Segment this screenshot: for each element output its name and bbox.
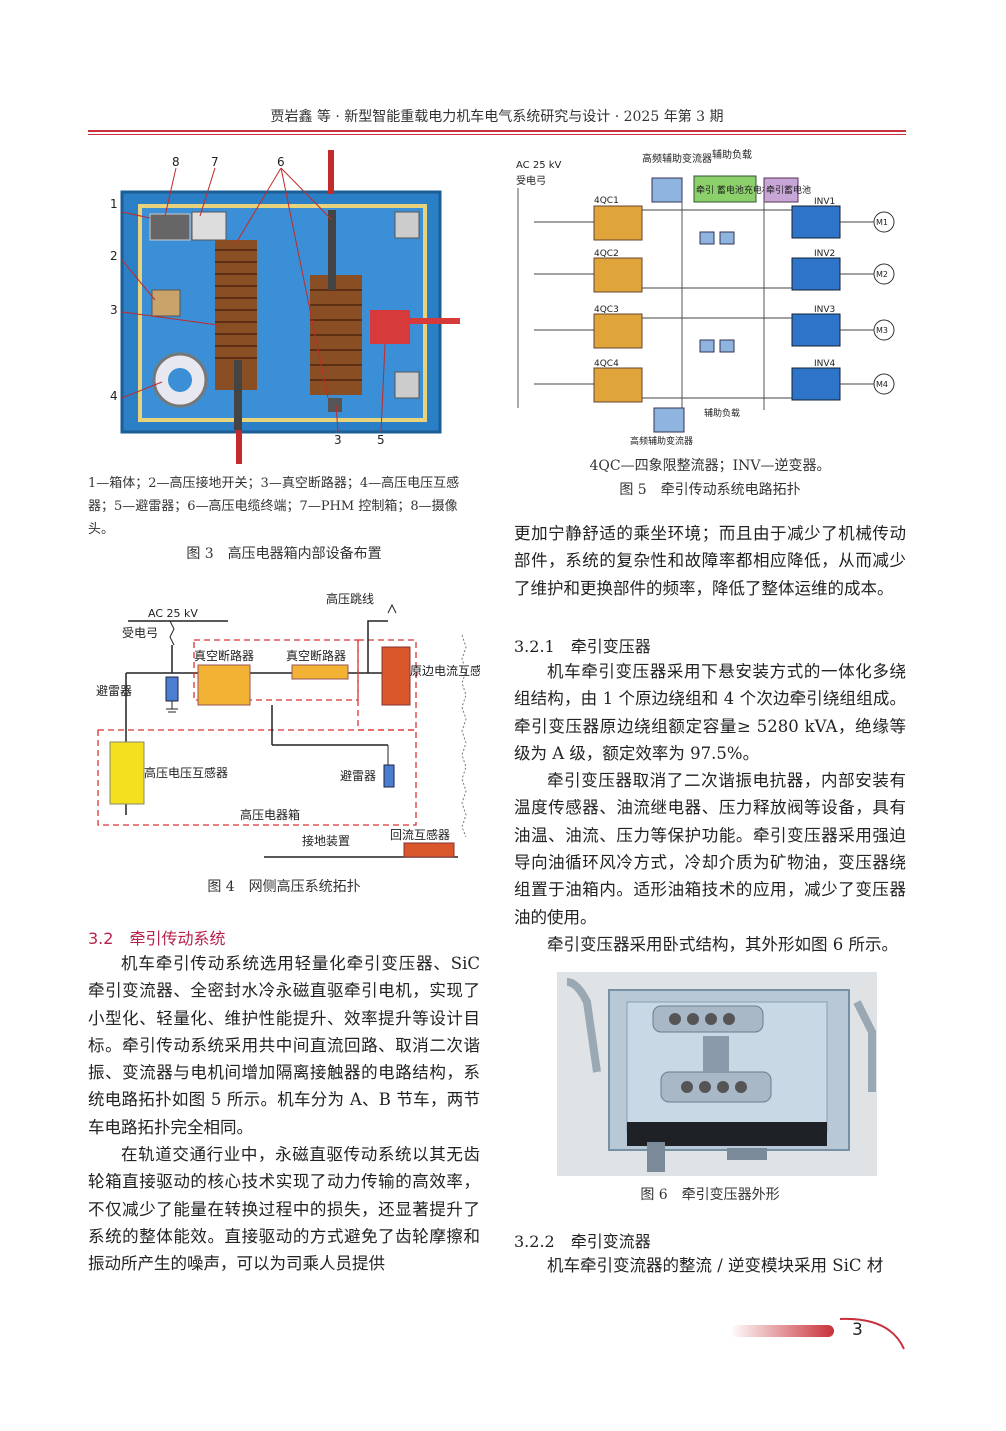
motor-3-label: M3 (876, 326, 888, 335)
vt-icon (109, 741, 145, 805)
fig4-vcb1-label: 真空断路器 (194, 648, 254, 663)
fig4-jumper-label: 高压跳线 (326, 591, 374, 606)
rect-1-label: 4QC1 (594, 196, 619, 206)
para-3-2-1-1: 机车牵引变压器采用下悬安装方式的一体化多绕组结构，由 1 个原边绕组和 4 个次… (514, 662, 906, 763)
fig3-label-8: 8 (172, 155, 180, 169)
arrester-red (370, 310, 410, 344)
fig3-caption: 图 3 高压电器箱内部设备布置 (186, 546, 382, 562)
fig5-hfconv-label: 高频辅助变流器 (642, 152, 712, 165)
fig4-pantograph-label: 受电弓 (122, 626, 158, 640)
fig4-primary-ct-label: 原边电流互感器 (410, 663, 480, 678)
fig3-label-1: 1 (110, 197, 118, 211)
para-3-2-1-3: 牵引变压器采用卧式结构，其外形如图 6 所示。 (547, 934, 898, 954)
rect-2-box (593, 257, 643, 293)
fig5-battery-label: 牵引蓄电池 (766, 184, 811, 196)
fig3-label-5: 5 (377, 433, 385, 447)
fig4-box-label: 高压电器箱 (240, 807, 300, 822)
fig5-caption: 图 5 牵引传动系统电路拓扑 (619, 482, 801, 498)
para-3-2-1-2: 牵引变压器取消了二次谐振电抗器，内部安装有温度传感器、油流继电器、压力释放阀等设… (514, 771, 906, 927)
fig3-label-6: 6 (277, 155, 285, 169)
right-column-body-2: 机车牵引变压器采用下悬安装方式的一体化多绕组结构，由 1 个原边绕组和 4 个次… (514, 658, 906, 958)
inv-3-label: INV3 (814, 305, 835, 315)
fig6-caption: 图 6 牵引变压器外形 (640, 1187, 780, 1203)
camera-icon (149, 213, 191, 241)
heading-3-2-2: 3.2.2 牵引变流器 (514, 1232, 651, 1251)
fig4-vt-label: 高压电压互感器 (144, 765, 228, 780)
inv-4-box (791, 367, 841, 401)
cable-terminal-top (328, 150, 334, 194)
fig5-traction-topology: AC 25 kV 受电弓 高频辅助变流器 辅助负载 牵引 蓄电池充电机 牵引蓄电… (516, 148, 895, 447)
para-3-2-1: 机车牵引传动系统选用轻量化牵引变压器、SiC 牵引变流器、全密封水冷永磁直驱牵引… (88, 954, 480, 1137)
inv-1-label: INV1 (814, 197, 835, 207)
heading-3-2-1: 3.2.1 牵引变压器 (514, 637, 651, 656)
rect-4-box (593, 367, 643, 403)
running-header: 贾岩鑫 等 · 新型智能重载电力机车电气系统研究与设计 · 2025 年第 3 … (270, 109, 724, 125)
arrester1-icon (165, 676, 179, 702)
fig5-charger-label: 牵引 蓄电池充电机 (696, 184, 771, 196)
fig3-note: 1—箱体；2—高压接地开关；3—真空断路器；4—高压电压互感器；5—避雷器；6—… (88, 476, 460, 537)
inv-3-box (791, 313, 841, 347)
fig5-auxload-top-label: 辅助负载 (712, 148, 752, 161)
motor-2-label: M2 (876, 270, 888, 279)
row-4: 4QC4 INV4 M4 (593, 359, 895, 403)
fig5-note: 4QC—四象限整流器；INV—逆变器。 (589, 458, 831, 474)
row-2: 4QC2 INV2 M2 (593, 249, 895, 293)
right-column-body-3: 机车牵引变流器的整流 / 逆变模块采用 SiC 材 (514, 1252, 906, 1279)
charger-box (693, 175, 757, 203)
inv-2-box (791, 257, 841, 291)
hf-converter-top (651, 177, 683, 203)
motor-4-label: M4 (876, 380, 888, 389)
rect-2-label: 4QC2 (594, 249, 619, 259)
fig3-label-2: 2 (110, 249, 118, 263)
vcb2-icon (291, 664, 349, 680)
fig3-label-7: 7 (211, 155, 219, 169)
phm-box (191, 211, 227, 241)
page-number-banner (730, 1317, 905, 1350)
ground-switch-icon (151, 289, 181, 317)
fig4-ac-label: AC 25 kV (148, 607, 198, 620)
fig5-hfconv-bottom-label: 高频辅助变流器 (630, 435, 693, 447)
fig3-equipment-layout: 1 2 3 4 8 7 6 3 5 (110, 150, 460, 464)
fig4-hv-topology: AC 25 kV 受电弓 避雷器 真空断路器 真空断路器 高压跳线 原边电流互感… (96, 591, 480, 858)
fig4-vcb2-label: 真空断路器 (286, 648, 346, 663)
inv-4-label: INV4 (814, 359, 836, 369)
row-1: 4QC1 INV1 M1 (593, 196, 895, 245)
fig3-label-4: 4 (110, 389, 118, 403)
page-number: 3 (852, 1320, 863, 1340)
rect-4-label: 4QC4 (594, 359, 619, 369)
left-column-body: 机车牵引传动系统选用轻量化牵引变压器、SiC 牵引变流器、全密封水冷永磁直驱牵引… (88, 950, 480, 1278)
fig5-ac-label: AC 25 kV (516, 160, 562, 171)
fig3-label-3: 3 (110, 303, 118, 317)
rect-3-label: 4QC3 (594, 305, 619, 315)
return-ct-icon (403, 842, 455, 858)
fig6-transformer-image (557, 972, 877, 1176)
fig5-auxload-bottom-label: 辅助负载 (704, 407, 740, 419)
hf-converter-bottom (653, 407, 685, 433)
arrester2-icon (383, 764, 395, 788)
para-3-2-3: 更加宁静舒适的乘坐环境；而且由于减少了机械传动部件，系统的复杂性和故障率都相应降… (514, 524, 906, 598)
heading-3-2: 3.2 牵引传动系统 (88, 929, 226, 948)
header-rule-thin (88, 134, 906, 135)
battery-box (763, 177, 799, 203)
fig3-label-3b: 3 (334, 433, 342, 447)
rect-1-box (593, 205, 643, 241)
box-dashed-bottom (97, 729, 417, 826)
header-rule (88, 130, 906, 132)
fig4-return-ct-label: 回流互感器 (390, 827, 450, 842)
primary-ct-icon (381, 646, 411, 706)
fig4-ground-label: 接地装置 (302, 833, 350, 848)
inv-1-box (791, 205, 841, 239)
inv-2-label: INV2 (814, 249, 835, 259)
row-3: 4QC3 INV3 M3 (593, 305, 895, 353)
motor-1-label: M1 (876, 218, 888, 227)
fig4-caption: 图 4 网侧高压系统拓扑 (207, 879, 361, 895)
rect-3-box (593, 313, 643, 349)
fig4-arrester1-label: 避雷器 (96, 684, 132, 698)
para-3-2-2: 在轨道交通行业中，永磁直驱传动系统以其无齿轮箱直接驱动的核心技术实现了动力传输的… (88, 1145, 480, 1274)
right-column-body-1: 更加宁静舒适的乘坐环境；而且由于减少了机械传动部件，系统的复杂性和故障率都相应降… (514, 520, 906, 602)
fig5-pantograph-label: 受电弓 (516, 174, 546, 187)
fig4-arrester2-label: 避雷器 (340, 769, 376, 783)
vcb1-icon (197, 664, 251, 706)
para-3-2-2-1: 机车牵引变流器的整流 / 逆变模块采用 SiC 材 (547, 1256, 884, 1275)
